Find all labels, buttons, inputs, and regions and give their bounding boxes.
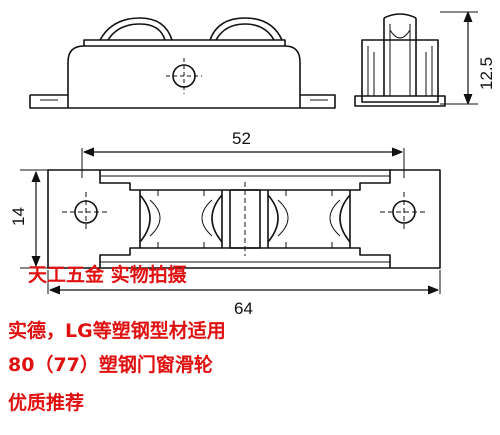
dimension-52: 52	[232, 129, 251, 148]
dimension-12-5: 12.5	[477, 57, 496, 90]
description-line-3: 优质推荐	[8, 392, 85, 414]
description-line-1: 实德，LG等塑钢型材适用	[8, 320, 226, 342]
front-view	[29, 17, 336, 109]
plan-view	[20, 147, 441, 295]
dimension-14: 14	[9, 207, 28, 226]
description-line-2: 80（77）塑钢门窗滑轮	[8, 354, 213, 376]
side-view	[354, 11, 478, 107]
watermark-text: 天工五金 实物拍摄	[28, 264, 187, 286]
dimension-64: 64	[234, 299, 253, 318]
